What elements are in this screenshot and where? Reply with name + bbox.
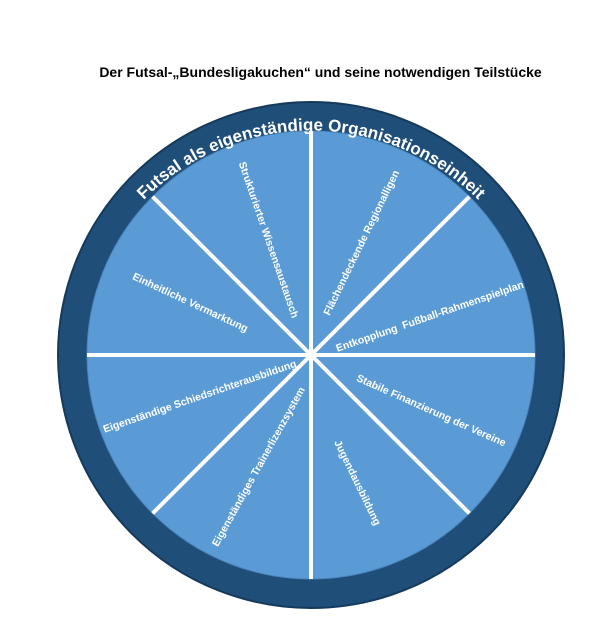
segment-divider <box>309 195 471 357</box>
segment-divider <box>151 353 313 515</box>
diagram-title: Der Futsal-„Bundesligakuchen“ und seine … <box>99 64 542 80</box>
segment-divider <box>151 195 313 357</box>
segment-divider <box>309 353 471 515</box>
